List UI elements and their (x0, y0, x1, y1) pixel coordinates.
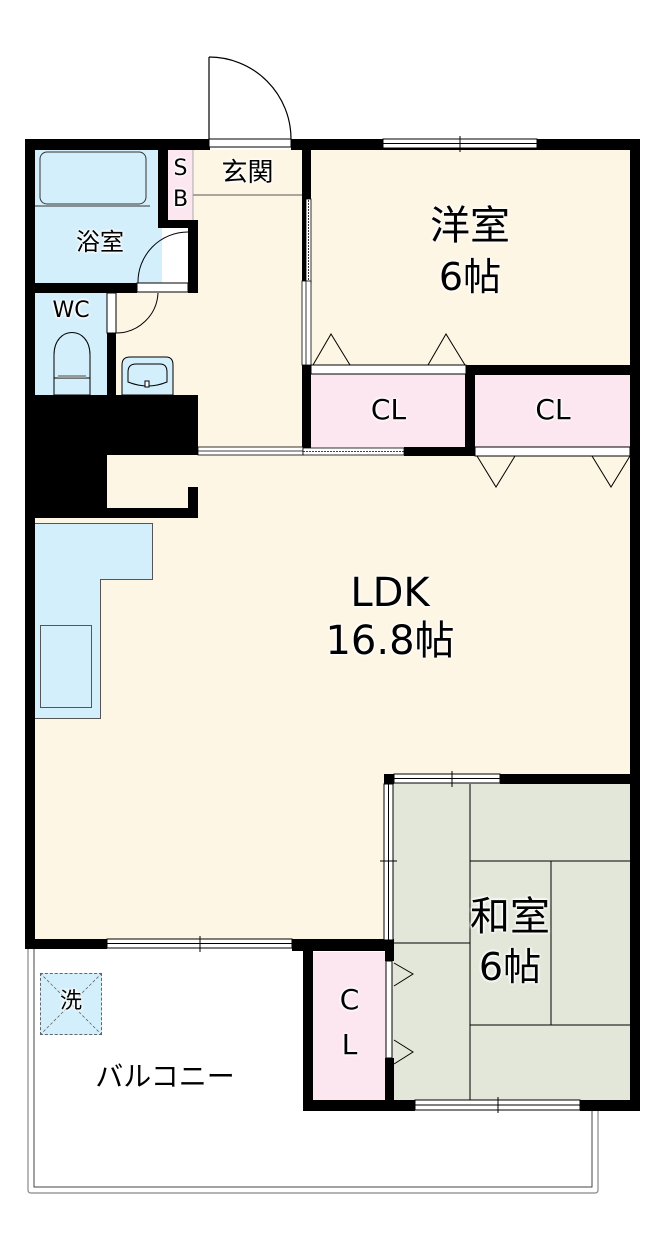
wall (302, 199, 307, 281)
kitchen-counter-joint (35, 578, 100, 581)
pipe-shaft (25, 455, 107, 518)
balcony-label: バルコニー (95, 1060, 235, 1093)
entrance-door-icon (208, 56, 292, 148)
wall (303, 1100, 415, 1111)
shoe-box (168, 150, 193, 220)
bathroom (35, 150, 162, 283)
wall (580, 1100, 640, 1111)
western-room (311, 148, 631, 366)
washer-label: 洗 (59, 989, 82, 1014)
bath-door-icon (136, 231, 189, 293)
window-icon (393, 771, 501, 787)
washer-pan (40, 973, 102, 1035)
bath-label: 浴室 (76, 228, 124, 256)
entrance-label: 玄関 (221, 158, 274, 188)
wall (385, 939, 394, 961)
closet-2-label: CL (535, 393, 571, 426)
window-icon (382, 136, 538, 152)
window-icon (414, 1097, 581, 1113)
window-icon (106, 936, 293, 952)
wall (500, 774, 640, 784)
wall (107, 333, 116, 395)
bathtub-icon (39, 151, 147, 205)
wall (630, 139, 640, 1111)
wall (302, 365, 311, 455)
closet-3 (313, 952, 386, 1100)
ldk-label: LDK (350, 570, 430, 616)
wall (25, 283, 137, 293)
wall (404, 447, 475, 456)
wall (158, 220, 198, 228)
wall (188, 220, 198, 293)
western-room-label: 洋室 (430, 203, 510, 249)
closet-door-icon (385, 960, 414, 1065)
kitchen-sink (40, 625, 92, 708)
wall (384, 774, 394, 784)
sliding-door-icon (301, 198, 312, 366)
pipe-shaft (25, 395, 198, 455)
kitchen-counter (35, 523, 153, 580)
shoebox-label-bottom: B (172, 187, 189, 212)
wall (25, 939, 107, 949)
closet-3-label-top: C (339, 983, 360, 1016)
wall (292, 939, 394, 951)
sliding-door-icon (380, 783, 397, 941)
wall (385, 1058, 394, 1111)
wall (303, 939, 313, 1111)
wall (25, 139, 210, 150)
japanese-room (392, 783, 631, 1101)
ldk-size: 16.8帖 (325, 618, 455, 664)
balcony-railing (27, 949, 599, 1194)
toilet-door-icon (106, 292, 159, 334)
closet-3-label-bottom: L (341, 1028, 358, 1061)
toilet-icon (53, 332, 91, 396)
wall (25, 139, 35, 949)
washbasin-icon (121, 356, 174, 396)
closet-1 (311, 374, 466, 448)
wall (158, 150, 168, 220)
tatami-lines (394, 784, 630, 1100)
wall (188, 487, 198, 518)
wall (465, 365, 475, 455)
closet-1-label: CL (370, 393, 407, 426)
shoebox-label-top: S (173, 156, 188, 181)
wall (465, 365, 640, 375)
wall (302, 139, 311, 199)
closet-2 (475, 374, 631, 448)
toilet-label: WC (52, 298, 90, 323)
wall (25, 508, 198, 518)
western-room-size: 6帖 (438, 255, 502, 299)
closet-door-icon (474, 446, 631, 488)
corridor-floor (190, 150, 305, 455)
japanese-room-size: 6帖 (478, 945, 542, 989)
japanese-room-label: 和室 (470, 894, 550, 940)
closet-door-icon (310, 333, 467, 375)
